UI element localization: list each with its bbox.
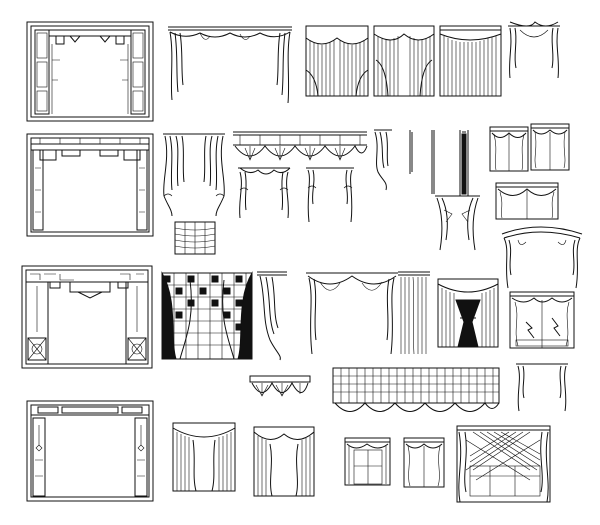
window-curtain-small-2 xyxy=(530,123,570,171)
valance-scallop-1 xyxy=(233,131,368,161)
curtain-swag-1 xyxy=(168,26,292,104)
curtain-panel-single-2 xyxy=(257,271,287,361)
curtain-swag-2 xyxy=(306,272,398,355)
curtain-pleated-1 xyxy=(305,25,369,97)
valance-patterned xyxy=(332,367,500,412)
curtain-tieback-5 xyxy=(516,363,568,412)
window-curtain-small-3 xyxy=(495,182,559,220)
roman-shade-1 xyxy=(174,221,216,255)
curtain-panel-pair-1 xyxy=(398,271,430,355)
window-curtain-small-5 xyxy=(403,437,445,488)
valance-scallop-2 xyxy=(249,375,311,397)
curtain-swag-3 xyxy=(172,422,236,492)
curtain-swag-4 xyxy=(253,426,315,497)
window-curtain-small-1 xyxy=(489,126,529,172)
curtain-panel-single-1 xyxy=(374,129,392,191)
door-frame-1 xyxy=(26,21,154,122)
curtain-rod-thin xyxy=(409,130,413,174)
curtain-tieback-4 xyxy=(431,130,480,251)
door-frame-4 xyxy=(26,400,154,502)
door-frame-3 xyxy=(21,265,153,369)
curtain-tieback-2 xyxy=(238,167,291,219)
curtain-striped-tieback xyxy=(437,278,499,348)
curtain-swag-arch-1 xyxy=(501,226,583,289)
curtain-pleated-2 xyxy=(373,25,435,97)
window-curtain-large-lattice xyxy=(456,425,551,503)
curtain-drape-1 xyxy=(508,21,560,79)
window-curtain-lightning xyxy=(509,291,575,349)
window-curtain-small-4 xyxy=(344,437,391,486)
curtain-pleated-3 xyxy=(439,25,502,97)
curtain-grid-dark xyxy=(161,271,253,360)
curtain-tieback-3 xyxy=(306,167,354,223)
curtain-tieback-1 xyxy=(163,133,225,217)
door-frame-2 xyxy=(26,133,154,237)
